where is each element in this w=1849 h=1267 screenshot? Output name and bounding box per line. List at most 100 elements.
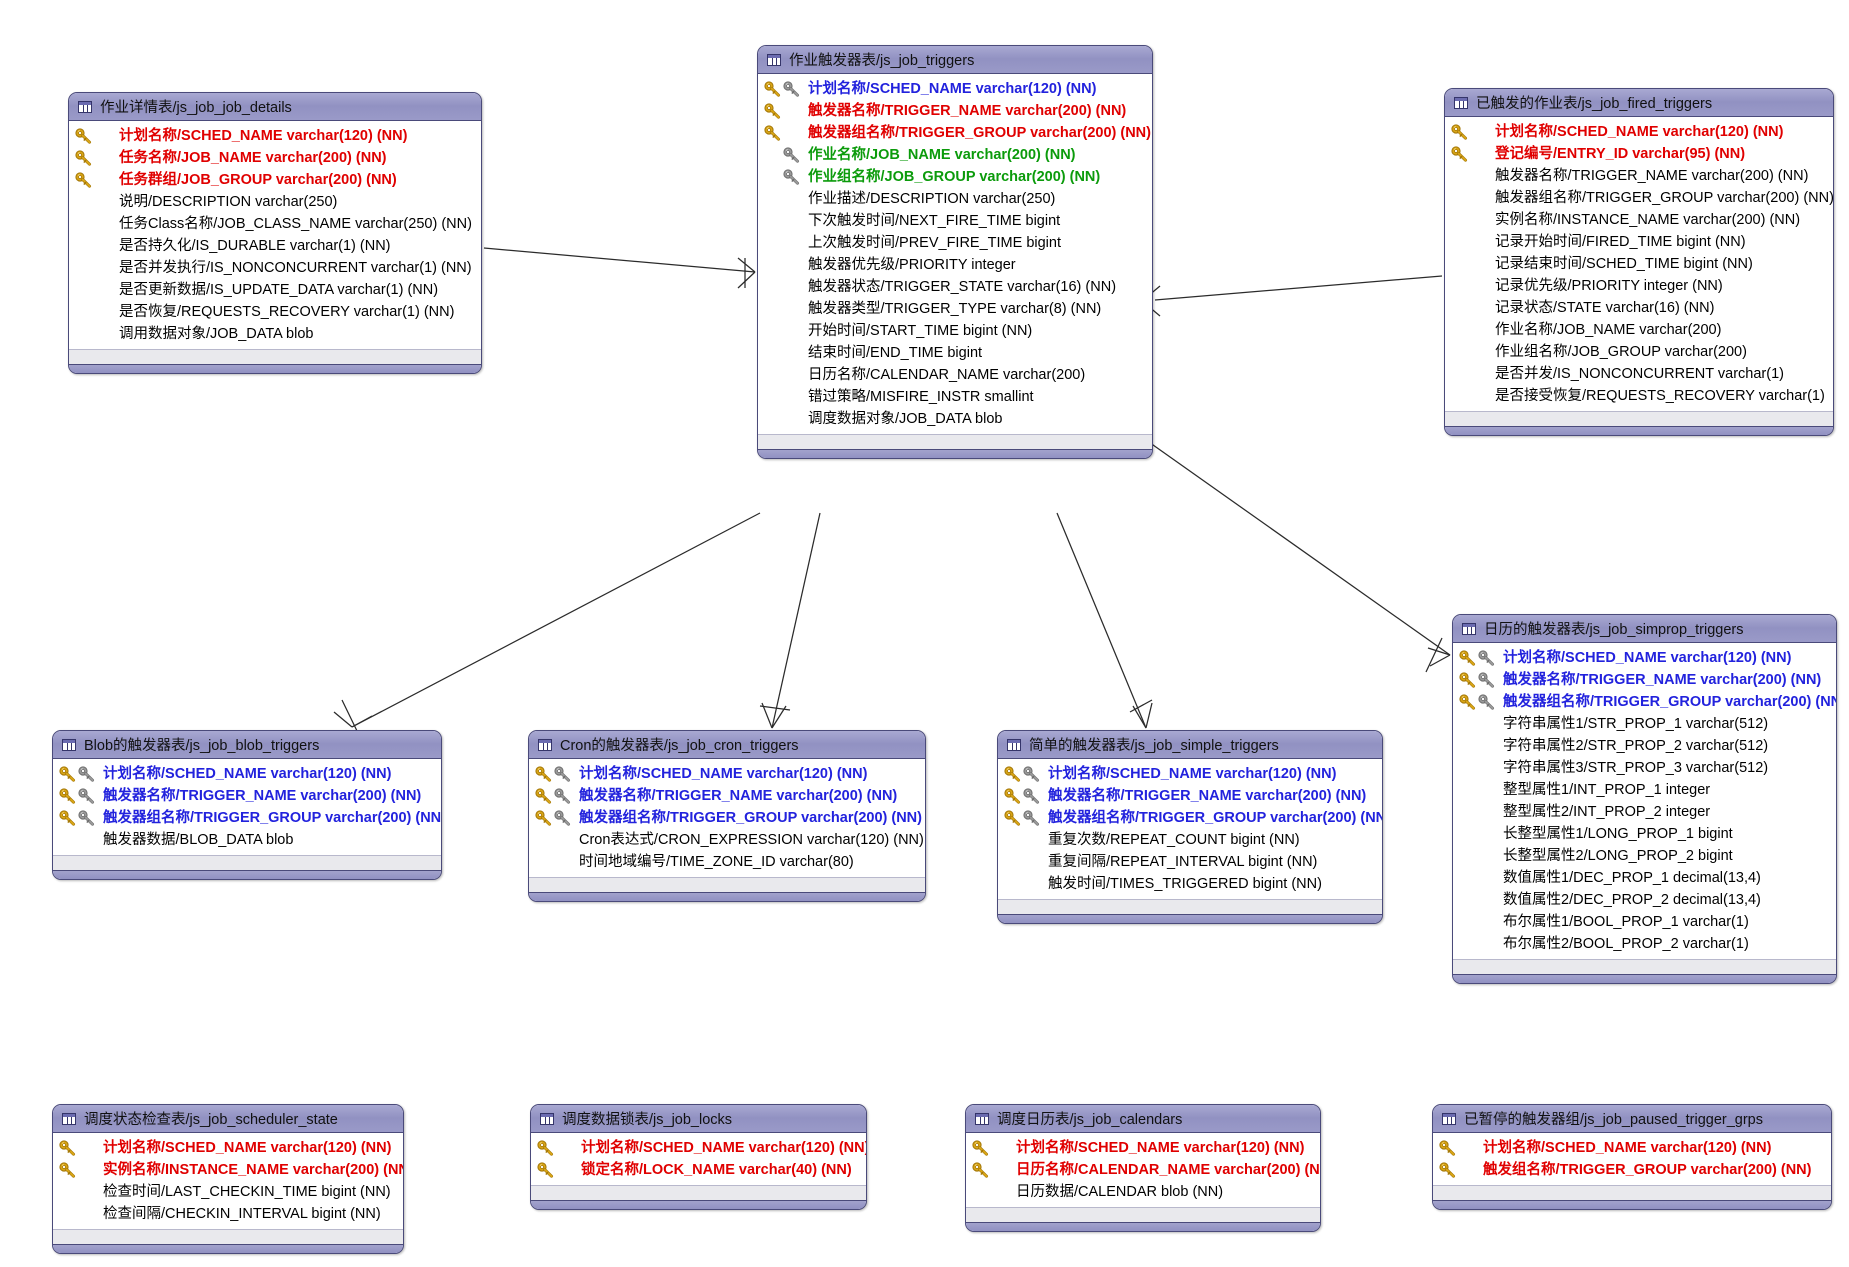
- field-row[interactable]: 触发器名称/TRIGGER_NAME varchar(200) (NN): [529, 785, 925, 807]
- entity-header-simprop_triggers[interactable]: 日历的触发器表/js_job_simprop_triggers: [1453, 615, 1836, 643]
- field-row[interactable]: 记录开始时间/FIRED_TIME bigint (NN): [1445, 231, 1833, 253]
- field-row[interactable]: 实例名称/INSTANCE_NAME varchar(200) (NN): [53, 1159, 403, 1181]
- field-row[interactable]: 作业名称/JOB_NAME varchar(200): [1445, 319, 1833, 341]
- field-row[interactable]: 触发器名称/TRIGGER_NAME varchar(200) (NN): [998, 785, 1382, 807]
- field-row[interactable]: 记录优先级/PRIORITY integer (NN): [1445, 275, 1833, 297]
- field-row[interactable]: 日历数据/CALENDAR blob (NN): [966, 1181, 1320, 1203]
- field-row[interactable]: 数值属性1/DEC_PROP_1 decimal(13,4): [1453, 867, 1836, 889]
- field-row[interactable]: 实例名称/INSTANCE_NAME varchar(200) (NN): [1445, 209, 1833, 231]
- entity-cron_triggers[interactable]: Cron的触发器表/js_job_cron_triggers 计划名称/SCHED…: [528, 730, 926, 902]
- field-row[interactable]: 重复次数/REPEAT_COUNT bigint (NN): [998, 829, 1382, 851]
- field-row[interactable]: 触发器组名称/TRIGGER_GROUP varchar(200) (NN): [998, 807, 1382, 829]
- field-row[interactable]: 触发器类型/TRIGGER_TYPE varchar(8) (NN): [758, 298, 1152, 320]
- entity-simprop_triggers[interactable]: 日历的触发器表/js_job_simprop_triggers 计划名称/SCHE…: [1452, 614, 1837, 984]
- field-row[interactable]: 记录状态/STATE varchar(16) (NN): [1445, 297, 1833, 319]
- connector-triggers-to-simple-triggers[interactable]: [1056, 512, 1153, 729]
- field-row[interactable]: 触发器组名称/TRIGGER_GROUP varchar(200) (NN): [53, 807, 441, 829]
- field-row[interactable]: 触发器名称/TRIGGER_NAME varchar(200) (NN): [758, 100, 1152, 122]
- field-row[interactable]: 任务Class名称/JOB_CLASS_NAME varchar(250) (N…: [69, 213, 481, 235]
- field-row[interactable]: 长整型属性1/LONG_PROP_1 bigint: [1453, 823, 1836, 845]
- entity-blob_triggers[interactable]: Blob的触发器表/js_job_blob_triggers 计划名称/SCHED…: [52, 730, 442, 880]
- field-row[interactable]: 触发器名称/TRIGGER_NAME varchar(200) (NN): [1445, 165, 1833, 187]
- field-row[interactable]: 计划名称/SCHED_NAME varchar(120) (NN): [966, 1137, 1320, 1159]
- entity-header-cron_triggers[interactable]: Cron的触发器表/js_job_cron_triggers: [529, 731, 925, 759]
- connector-job-details-to-triggers[interactable]: [483, 247, 756, 289]
- entity-header-fired_triggers[interactable]: 已触发的作业表/js_job_fired_triggers: [1445, 89, 1833, 117]
- field-row[interactable]: 布尔属性2/BOOL_PROP_2 varchar(1): [1453, 933, 1836, 955]
- field-row[interactable]: 日历名称/CALENDAR_NAME varchar(200): [758, 364, 1152, 386]
- field-row[interactable]: 字符串属性1/STR_PROP_1 varchar(512): [1453, 713, 1836, 735]
- entity-scheduler_state[interactable]: 调度状态检查表/js_job_scheduler_state 计划名称/SCHED…: [52, 1104, 404, 1254]
- entity-header-blob_triggers[interactable]: Blob的触发器表/js_job_blob_triggers: [53, 731, 441, 759]
- field-row[interactable]: 是否并发执行/IS_NONCONCURRENT varchar(1) (NN): [69, 257, 481, 279]
- entity-fired_triggers[interactable]: 已触发的作业表/js_job_fired_triggers 计划名称/SCHED_…: [1444, 88, 1834, 436]
- field-row[interactable]: 触发器数据/BLOB_DATA blob: [53, 829, 441, 851]
- entity-paused_trigger_grps[interactable]: 已暂停的触发器组/js_job_paused_trigger_grps 计划名称/…: [1432, 1104, 1832, 1210]
- field-row[interactable]: 登记编号/ENTRY_ID varchar(95) (NN): [1445, 143, 1833, 165]
- entity-header-triggers[interactable]: 作业触发器表/js_job_triggers: [758, 46, 1152, 74]
- field-row[interactable]: 计划名称/SCHED_NAME varchar(120) (NN): [69, 125, 481, 147]
- field-row[interactable]: 作业组名称/JOB_GROUP varchar(200): [1445, 341, 1833, 363]
- field-row[interactable]: 布尔属性1/BOOL_PROP_1 varchar(1): [1453, 911, 1836, 933]
- entity-header-job_details[interactable]: 作业详情表/js_job_job_details: [69, 93, 481, 121]
- field-row[interactable]: 开始时间/START_TIME bigint (NN): [758, 320, 1152, 342]
- entity-header-locks[interactable]: 调度数据锁表/js_job_locks: [531, 1105, 866, 1133]
- field-row[interactable]: 计划名称/SCHED_NAME varchar(120) (NN): [529, 763, 925, 785]
- field-row[interactable]: 重复间隔/REPEAT_INTERVAL bigint (NN): [998, 851, 1382, 873]
- field-row[interactable]: 计划名称/SCHED_NAME varchar(120) (NN): [998, 763, 1382, 785]
- field-row[interactable]: 计划名称/SCHED_NAME varchar(120) (NN): [53, 763, 441, 785]
- field-row[interactable]: 触发器组名称/TRIGGER_GROUP varchar(200) (NN): [758, 122, 1152, 144]
- field-row[interactable]: 计划名称/SCHED_NAME varchar(120) (NN): [758, 78, 1152, 100]
- field-row[interactable]: 长整型属性2/LONG_PROP_2 bigint: [1453, 845, 1836, 867]
- entity-job_details[interactable]: 作业详情表/js_job_job_details 计划名称/SCHED_NAME …: [68, 92, 482, 374]
- entity-header-simple_triggers[interactable]: 简单的触发器表/js_job_simple_triggers: [998, 731, 1382, 759]
- field-row[interactable]: 说明/DESCRIPTION varchar(250): [69, 191, 481, 213]
- field-row[interactable]: 作业描述/DESCRIPTION varchar(250): [758, 188, 1152, 210]
- field-row[interactable]: 是否持久化/IS_DURABLE varchar(1) (NN): [69, 235, 481, 257]
- entity-header-scheduler_state[interactable]: 调度状态检查表/js_job_scheduler_state: [53, 1105, 403, 1133]
- field-row[interactable]: 日历名称/CALENDAR_NAME varchar(200) (NN): [966, 1159, 1320, 1181]
- field-row[interactable]: 触发器优先级/PRIORITY integer: [758, 254, 1152, 276]
- field-row[interactable]: 记录结束时间/SCHED_TIME bigint (NN): [1445, 253, 1833, 275]
- entity-header-paused_trigger_grps[interactable]: 已暂停的触发器组/js_job_paused_trigger_grps: [1433, 1105, 1831, 1133]
- field-row[interactable]: 上次触发时间/PREV_FIRE_TIME bigint: [758, 232, 1152, 254]
- field-row[interactable]: 是否接受恢复/REQUESTS_RECOVERY varchar(1): [1445, 385, 1833, 407]
- field-row[interactable]: 计划名称/SCHED_NAME varchar(120) (NN): [1445, 121, 1833, 143]
- connector-triggers-to-blob-triggers[interactable]: [333, 512, 761, 734]
- field-row[interactable]: 触发器状态/TRIGGER_STATE varchar(16) (NN): [758, 276, 1152, 298]
- field-row[interactable]: 是否并发/IS_NONCONCURRENT varchar(1): [1445, 363, 1833, 385]
- field-row[interactable]: 检查间隔/CHECKIN_INTERVAL bigint (NN): [53, 1203, 403, 1225]
- field-row[interactable]: 触发时间/TIMES_TRIGGERED bigint (NN): [998, 873, 1382, 895]
- entity-header-calendars[interactable]: 调度日历表/js_job_calendars: [966, 1105, 1320, 1133]
- field-row[interactable]: 触发组名称/TRIGGER_GROUP varchar(200) (NN): [1433, 1159, 1831, 1181]
- connector-triggers-to-simprop-triggers[interactable]: [1145, 439, 1451, 673]
- field-row[interactable]: 触发器名称/TRIGGER_NAME varchar(200) (NN): [1453, 669, 1836, 691]
- field-row[interactable]: 字符串属性3/STR_PROP_3 varchar(512): [1453, 757, 1836, 779]
- field-row[interactable]: 数值属性2/DEC_PROP_2 decimal(13,4): [1453, 889, 1836, 911]
- field-row[interactable]: 计划名称/SCHED_NAME varchar(120) (NN): [1453, 647, 1836, 669]
- field-row[interactable]: 触发器名称/TRIGGER_NAME varchar(200) (NN): [53, 785, 441, 807]
- entity-simple_triggers[interactable]: 简单的触发器表/js_job_simple_triggers 计划名称/SCHED…: [997, 730, 1383, 924]
- field-row[interactable]: 作业名称/JOB_NAME varchar(200) (NN): [758, 144, 1152, 166]
- field-row[interactable]: 是否恢复/REQUESTS_RECOVERY varchar(1) (NN): [69, 301, 481, 323]
- field-row[interactable]: 调用数据对象/JOB_DATA blob: [69, 323, 481, 345]
- field-row[interactable]: 时间地域编号/TIME_ZONE_ID varchar(80): [529, 851, 925, 873]
- field-row[interactable]: 触发器组名称/TRIGGER_GROUP varchar(200) (NN): [529, 807, 925, 829]
- connector-triggers-to-fired-triggers[interactable]: [1141, 275, 1443, 317]
- field-row[interactable]: 计划名称/SCHED_NAME varchar(120) (NN): [53, 1137, 403, 1159]
- field-row[interactable]: 作业组名称/JOB_GROUP varchar(200) (NN): [758, 166, 1152, 188]
- field-row[interactable]: 锁定名称/LOCK_NAME varchar(40) (NN): [531, 1159, 866, 1181]
- field-row[interactable]: 任务群组/JOB_GROUP varchar(200) (NN): [69, 169, 481, 191]
- field-row[interactable]: 结束时间/END_TIME bigint: [758, 342, 1152, 364]
- connector-triggers-to-cron-triggers[interactable]: [759, 512, 821, 729]
- field-row[interactable]: 检查时间/LAST_CHECKIN_TIME bigint (NN): [53, 1181, 403, 1203]
- field-row[interactable]: 任务名称/JOB_NAME varchar(200) (NN): [69, 147, 481, 169]
- field-row[interactable]: 计划名称/SCHED_NAME varchar(120) (NN): [1433, 1137, 1831, 1159]
- entity-triggers[interactable]: 作业触发器表/js_job_triggers 计划名称/SCHED_NAME va…: [757, 45, 1153, 459]
- field-row[interactable]: Cron表达式/CRON_EXPRESSION varchar(120) (NN…: [529, 829, 925, 851]
- field-row[interactable]: 下次触发时间/NEXT_FIRE_TIME bigint: [758, 210, 1152, 232]
- field-row[interactable]: 触发器组名称/TRIGGER_GROUP varchar(200) (NN): [1445, 187, 1833, 209]
- entity-calendars[interactable]: 调度日历表/js_job_calendars 计划名称/SCHED_NAME va…: [965, 1104, 1321, 1232]
- field-row[interactable]: 字符串属性2/STR_PROP_2 varchar(512): [1453, 735, 1836, 757]
